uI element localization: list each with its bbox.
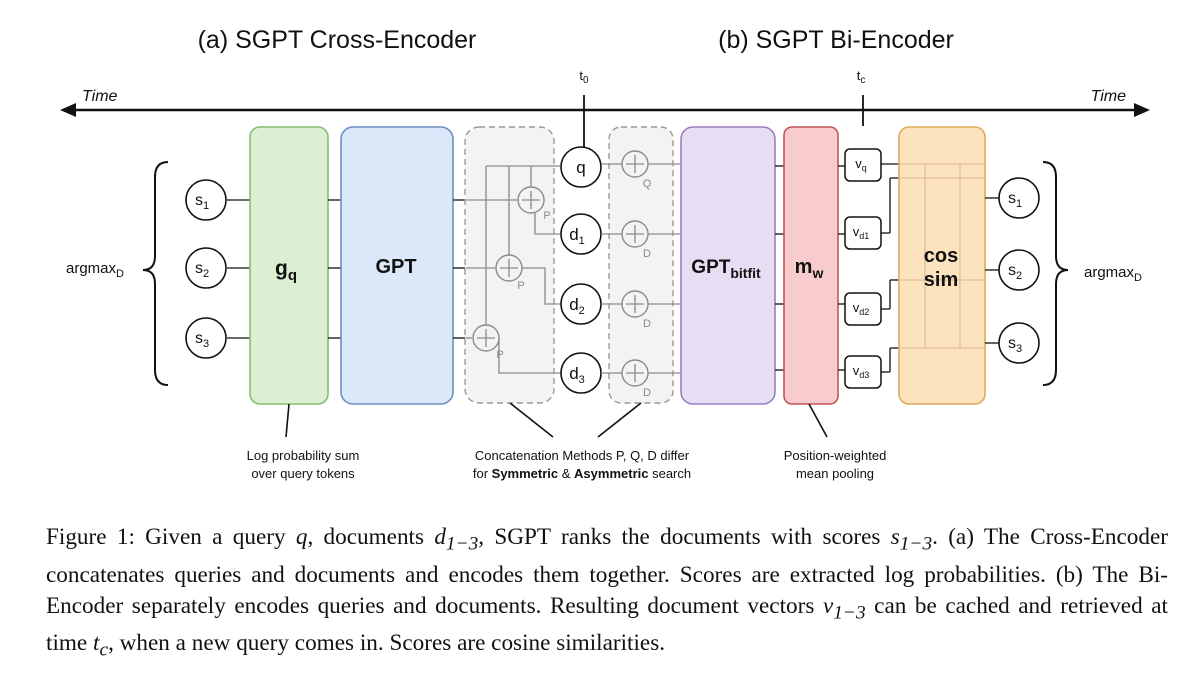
svg-text:mw: mw bbox=[795, 256, 824, 281]
svg-text:D: D bbox=[643, 318, 651, 330]
timeline: Time Time t0 tc bbox=[60, 68, 1150, 150]
vector-boxes: vq vd1 vd2 vd3 bbox=[844, 148, 882, 389]
score-circle-s1-right: s1 bbox=[998, 177, 1040, 219]
svg-text:vd3: vd3 bbox=[853, 363, 870, 380]
cross-concat-wires bbox=[466, 165, 561, 374]
score-circle-s3-left: s3 bbox=[185, 317, 227, 359]
svg-text:vd2: vd2 bbox=[853, 300, 870, 317]
vector-vd3: vd3 bbox=[844, 355, 882, 389]
input-circles: q d1 d2 d3 bbox=[560, 146, 602, 394]
svg-text:over query tokens: over query tokens bbox=[251, 466, 355, 481]
svg-text:s3: s3 bbox=[195, 330, 209, 350]
svg-text:d2: d2 bbox=[569, 295, 585, 317]
bi-plus-d1: D bbox=[621, 220, 651, 260]
svg-text:vd1: vd1 bbox=[853, 224, 870, 241]
annotation-pooling: Position-weighted mean pooling bbox=[784, 448, 887, 481]
cos-sim-block: cos sim bbox=[898, 126, 986, 405]
cross-plus-1: P bbox=[517, 186, 551, 222]
svg-text:s1: s1 bbox=[1008, 190, 1022, 210]
gpt-bitfit-block: GPTbitfit bbox=[680, 126, 776, 405]
tc-label: tc bbox=[857, 68, 866, 86]
svg-text:s2: s2 bbox=[1008, 262, 1022, 282]
svg-text:sim: sim bbox=[924, 269, 958, 291]
argmax-left: argmaxD bbox=[66, 260, 124, 280]
vector-vq: vq bbox=[844, 148, 882, 182]
input-d1: d1 bbox=[560, 213, 602, 255]
svg-text:vq: vq bbox=[855, 156, 867, 173]
sgpt-diagram: (a) SGPT Cross-Encoder (b) SGPT Bi-Encod… bbox=[60, 26, 1150, 481]
score-circle-s1-left: s1 bbox=[185, 179, 227, 221]
argmax-right: argmaxD bbox=[1084, 264, 1142, 284]
svg-text:Q: Q bbox=[643, 178, 652, 190]
svg-text:Position-weighted: Position-weighted bbox=[784, 448, 887, 463]
vector-vd1: vd1 bbox=[844, 216, 882, 250]
svg-text:q: q bbox=[576, 158, 585, 177]
input-d2: d2 bbox=[560, 283, 602, 325]
score-circle-s2-right: s2 bbox=[998, 249, 1040, 291]
svg-text:D: D bbox=[643, 387, 651, 399]
svg-text:d3: d3 bbox=[569, 364, 585, 386]
svg-text:gq: gq bbox=[275, 257, 297, 284]
cross-plus-3: P bbox=[472, 324, 504, 361]
svg-text:mean pooling: mean pooling bbox=[796, 466, 874, 481]
svg-text:P: P bbox=[517, 280, 524, 292]
annotation-concat: Concatenation Methods P, Q, D differ for… bbox=[473, 448, 691, 481]
bi-plus-d2: D bbox=[621, 290, 651, 330]
svg-text:GPT: GPT bbox=[375, 256, 416, 278]
score-circle-s3-right: s3 bbox=[998, 322, 1040, 364]
gq-block: gq bbox=[249, 126, 329, 405]
t0-label: t0 bbox=[579, 68, 589, 86]
figure-caption: Figure 1: Given a query q, documents d1−… bbox=[46, 524, 1168, 661]
bi-plus-d3: D bbox=[621, 359, 651, 399]
cross-encoder-title: (a) SGPT Cross-Encoder bbox=[198, 26, 477, 54]
left-brace bbox=[142, 161, 169, 386]
bi-encoder-title: (b) SGPT Bi-Encoder bbox=[718, 26, 954, 54]
svg-text:GPTbitfit: GPTbitfit bbox=[691, 257, 761, 281]
annotation-pointers bbox=[285, 402, 828, 438]
svg-text:Log probability sum: Log probability sum bbox=[247, 448, 360, 463]
right-scores: s1 s2 s3 bbox=[985, 177, 1040, 364]
annotation-logprob: Log probability sum over query tokens bbox=[247, 448, 360, 481]
left-scores: s1 s2 s3 bbox=[185, 179, 250, 359]
input-q: q bbox=[560, 146, 602, 188]
time-label-left: Time bbox=[82, 88, 118, 105]
input-d3: d3 bbox=[560, 352, 602, 394]
right-brace bbox=[1042, 161, 1069, 386]
svg-text:cos: cos bbox=[924, 245, 958, 267]
svg-text:s2: s2 bbox=[195, 260, 209, 280]
cross-plus-2: P bbox=[495, 254, 525, 292]
gpt-block: GPT bbox=[340, 126, 454, 405]
svg-text:s1: s1 bbox=[195, 192, 209, 212]
time-label-right: Time bbox=[1091, 88, 1127, 105]
svg-text:P: P bbox=[543, 210, 550, 222]
svg-text:s3: s3 bbox=[1008, 335, 1022, 355]
bi-concat-box bbox=[608, 126, 674, 404]
mw-block: mw bbox=[783, 126, 839, 405]
bi-plus-q: Q bbox=[621, 150, 652, 190]
vector-wires bbox=[881, 163, 900, 373]
svg-text:d1: d1 bbox=[569, 225, 585, 247]
score-circle-s2-left: s2 bbox=[185, 247, 227, 289]
vector-vd2: vd2 bbox=[844, 292, 882, 326]
svg-text:P: P bbox=[496, 349, 503, 361]
bi-concat-wires bbox=[601, 163, 681, 374]
svg-text:D: D bbox=[643, 248, 651, 260]
svg-text:Concatenation Methods P, Q, D: Concatenation Methods P, Q, D differ bbox=[475, 448, 690, 463]
svg-text:for Symmetric & Asymmetric sea: for Symmetric & Asymmetric search bbox=[473, 466, 691, 481]
